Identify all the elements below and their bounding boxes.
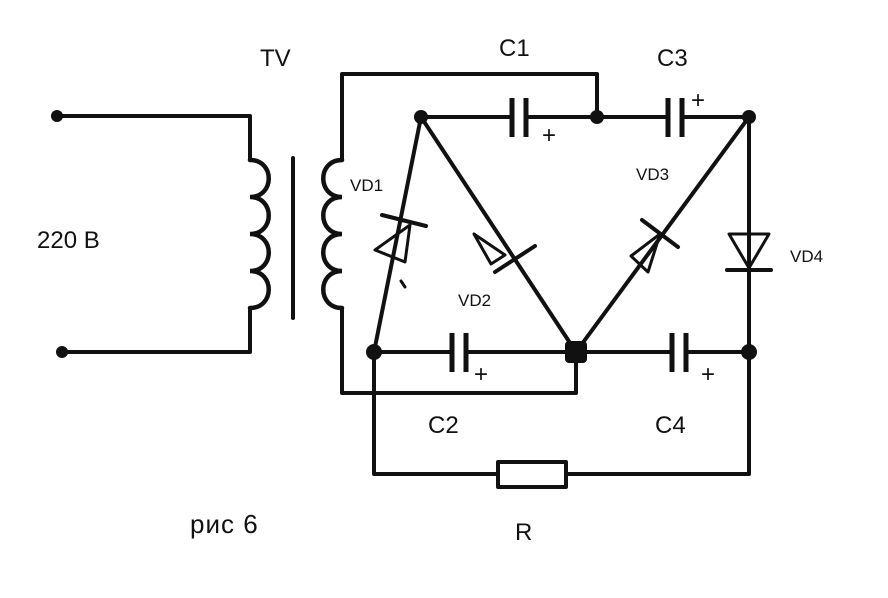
secondary-side [321,72,599,395]
diode-vd1 [372,115,428,354]
labels: TV 220 В C1 C3 C2 C4 + + + + VD1 VD2 VD3… [37,35,823,546]
vd3-label: VD3 [636,165,669,184]
vd1-label: VD1 [350,176,383,195]
vd1-triangle [373,223,412,264]
secondary-wire-top [340,72,599,162]
load-loop [372,350,751,489]
diode-vd2 [419,115,578,354]
resistor-body [496,460,568,489]
junction-bottom-left [366,344,382,360]
vd1-bar [380,213,428,228]
vd2-triangle [472,232,507,266]
vd4-triangle [727,232,771,270]
input-voltage-label: 220 В [37,227,100,254]
vd2-label: VD2 [458,291,491,310]
junction-bottom-right [741,344,757,360]
secondary-winding [321,157,345,311]
input-wire-top [55,114,252,162]
junction-top-right [742,110,756,124]
c4-label: C4 [655,412,686,439]
load-wire-right [564,350,751,476]
load-wire-left [372,350,500,476]
bottom-rail [372,333,751,372]
junctions [366,110,757,363]
diode-vd3 [574,115,751,354]
vd2-bar [493,244,537,274]
junction-bottom-middle [565,341,587,363]
vd2-lead [419,115,578,354]
vd1-tick [399,279,407,289]
junction-top-middle [590,110,604,124]
junction-top-left [414,110,428,124]
c2-label: C2 [428,412,459,439]
c1-label: C1 [499,35,530,62]
c3-label: C3 [657,45,688,72]
figure-caption: рис 6 [190,509,259,539]
vd3-triangle [629,232,662,274]
c1-plus-sign: + [542,122,556,149]
c4-plus-sign: + [701,361,715,388]
vd3-bar [640,218,680,249]
transformer-label: TV [260,45,291,72]
primary-side [51,110,271,358]
c2-plus-sign: + [474,361,488,388]
diode-vd4 [725,115,773,354]
input-wire-bottom [60,306,252,354]
c3-plus-sign: + [691,87,705,114]
primary-winding [247,157,271,311]
vd4-label: VD4 [790,247,823,266]
resistor-label: R [515,519,532,546]
secondary-wire-bottom [340,306,578,395]
